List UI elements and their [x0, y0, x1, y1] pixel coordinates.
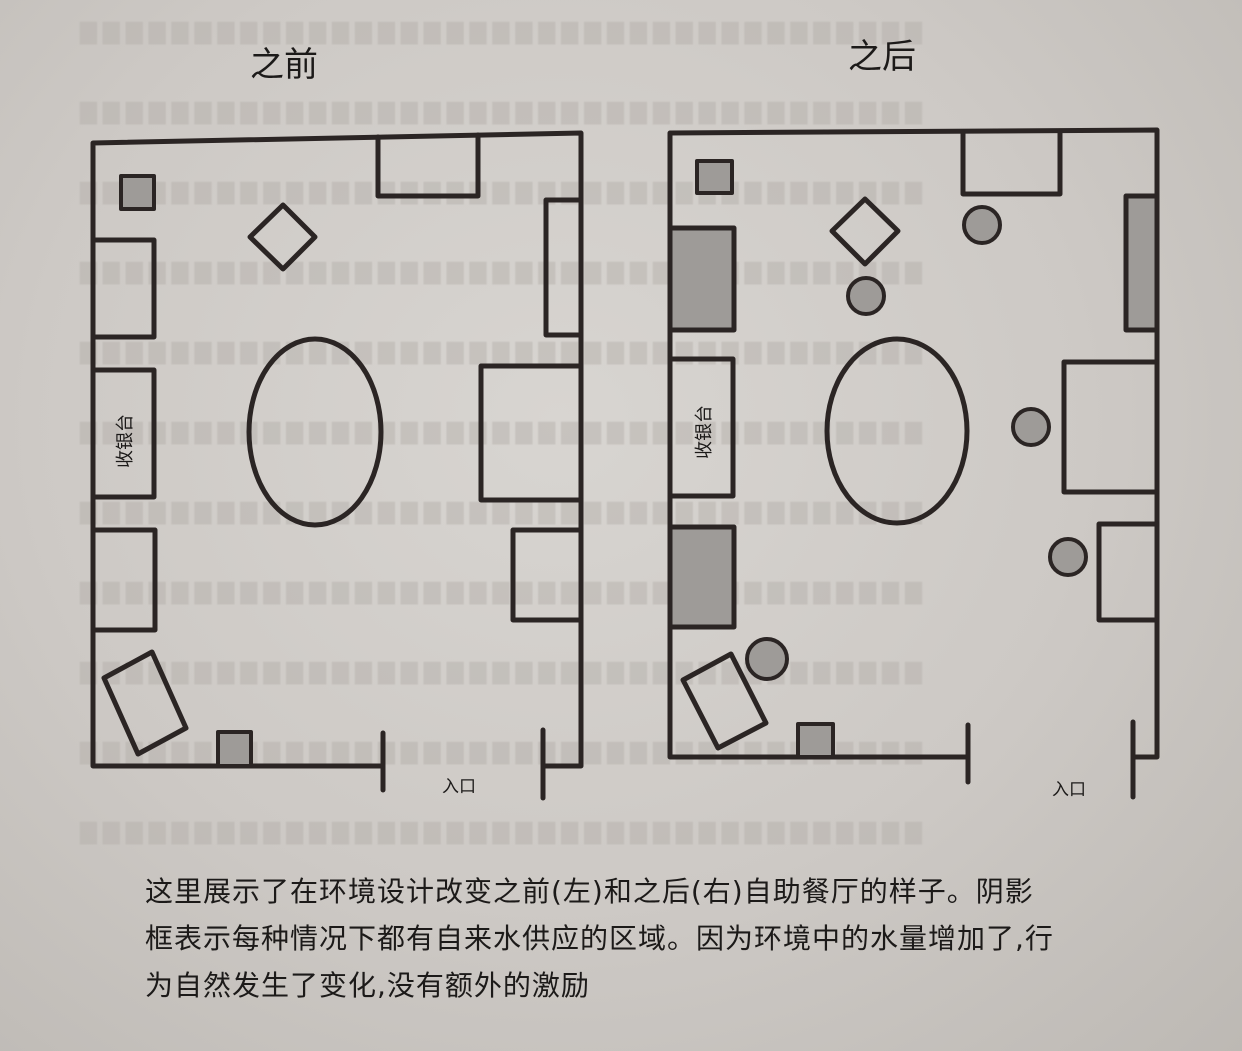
- after-diamond-station: [829, 196, 901, 267]
- before-wall-outline: [90, 130, 584, 769]
- after-title: 之后: [848, 37, 916, 77]
- before-shaded-square: [119, 174, 156, 211]
- after-water-circle-5: [745, 637, 789, 681]
- after-water-circle-3: [1011, 407, 1051, 447]
- before-shaded-bottom-square: [216, 730, 253, 768]
- after-tilted-box: [680, 651, 769, 751]
- caption-line-1: 这里展示了在环境设计改变之前(左)和之后(右)自助餐厅的样子。阴影: [145, 875, 1034, 908]
- bleed-through-text: ▇▇▇▇▇▇▇▇▇▇▇▇▇▇▇▇▇▇▇▇▇▇▇▇▇▇▇▇▇▇▇▇▇▇▇▇▇: [80, 100, 929, 125]
- caption-line-2: 框表示每种情况下都有自来水供应的区域。因为环境中的水量增加了,行: [145, 922, 1054, 955]
- after-shaded-square: [695, 159, 734, 195]
- after-floor-plan: 之后 入口 收银台: [667, 37, 1160, 800]
- after-water-circle-2: [846, 276, 886, 316]
- before-central-oval-table: [246, 336, 384, 528]
- before-right-counter-3: [510, 527, 584, 623]
- before-tilted-box: [101, 649, 189, 757]
- after-left-counter-shaded-1: [667, 225, 737, 333]
- caption-line-3: 为自然发生了变化,没有额外的激励: [145, 969, 590, 1002]
- before-floor-plan: 之前 入口 收银台: [90, 45, 584, 801]
- before-cashier-label: 收银台: [115, 414, 136, 468]
- before-right-counter-2: [478, 363, 584, 503]
- after-right-counter-shaded-1: [1123, 193, 1160, 333]
- before-top-counter: [375, 132, 481, 199]
- bleed-through-text: ▇▇▇▇▇▇▇▇▇▇▇▇▇▇▇▇▇▇▇▇▇▇▇▇▇▇▇▇▇▇▇▇▇▇▇▇▇: [80, 820, 929, 845]
- before-left-counter-3: [90, 527, 158, 633]
- after-entrance-label: 入口: [1052, 780, 1086, 800]
- bleed-through-text: ▇▇▇▇▇▇▇▇▇▇▇▇▇▇▇▇▇▇▇▇▇▇▇▇▇▇▇▇▇▇▇▇▇▇▇▇▇: [80, 420, 929, 445]
- bleed-through-text: ▇▇▇▇▇▇▇▇▇▇▇▇▇▇▇▇▇▇▇▇▇▇▇▇▇▇▇▇▇▇▇▇▇▇▇▇▇: [80, 580, 929, 605]
- after-water-circle-1: [962, 205, 1002, 245]
- after-cashier-counter: [667, 356, 736, 499]
- before-entrance-label: 入口: [442, 777, 476, 797]
- after-shaded-bottom-square: [796, 722, 835, 759]
- before-diamond-station: [247, 202, 318, 272]
- after-cashier-label: 收银台: [694, 405, 715, 459]
- bleed-through-text: ▇▇▇▇▇▇▇▇▇▇▇▇▇▇▇▇▇▇▇▇▇▇▇▇▇▇▇▇▇▇▇▇▇▇▇▇▇: [80, 180, 929, 205]
- bleed-through-text: ▇▇▇▇▇▇▇▇▇▇▇▇▇▇▇▇▇▇▇▇▇▇▇▇▇▇▇▇▇▇▇▇▇▇▇▇▇: [80, 260, 929, 285]
- after-top-counter: [960, 128, 1063, 197]
- bleed-through-text: ▇▇▇▇▇▇▇▇▇▇▇▇▇▇▇▇▇▇▇▇▇▇▇▇▇▇▇▇▇▇▇▇▇▇▇▇▇: [80, 500, 929, 525]
- after-wall-outline: [667, 127, 1160, 760]
- bleed-through-text: ▇▇▇▇▇▇▇▇▇▇▇▇▇▇▇▇▇▇▇▇▇▇▇▇▇▇▇▇▇▇▇▇▇▇▇▇▇: [80, 340, 929, 365]
- figure-caption: 这里展示了在环境设计改变之前(左)和之后(右)自助餐厅的样子。阴影 框表示每种情…: [145, 868, 1205, 1009]
- bleed-through-text: ▇▇▇▇▇▇▇▇▇▇▇▇▇▇▇▇▇▇▇▇▇▇▇▇▇▇▇▇▇▇▇▇▇▇▇▇▇: [80, 20, 929, 45]
- before-left-counter-1: [90, 237, 157, 340]
- after-central-oval-table: [824, 336, 970, 526]
- before-cashier-counter: [90, 367, 157, 500]
- before-right-counter-1: [543, 197, 584, 338]
- after-left-counter-shaded-3: [667, 524, 737, 630]
- after-right-counter-3: [1096, 521, 1160, 623]
- after-water-circle-4: [1048, 537, 1088, 577]
- before-title: 之前: [250, 45, 318, 85]
- after-right-counter-2: [1061, 359, 1160, 495]
